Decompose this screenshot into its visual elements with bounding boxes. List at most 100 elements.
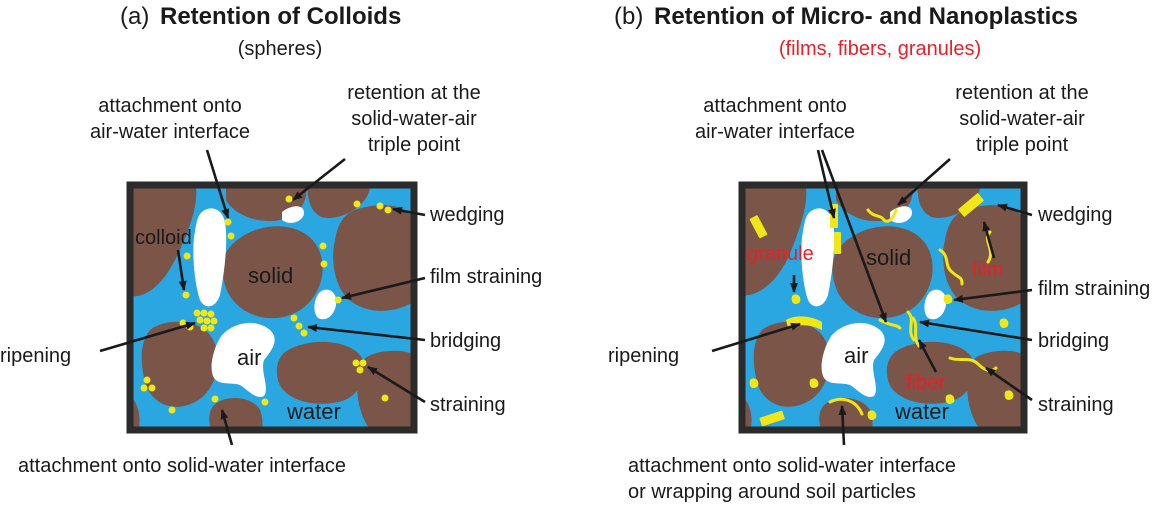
label-bridging-b: bridging: [1038, 330, 1109, 352]
soil-grain: [917, 185, 980, 218]
arrow: [307, 324, 426, 342]
arrow: [982, 221, 996, 259]
soil-grain: [967, 350, 1024, 430]
arrow: [917, 339, 938, 373]
arrow: [985, 366, 1033, 402]
panel-b-title: Retention of Micro- and Nanoplastics: [654, 3, 1078, 30]
soil-grain: [130, 185, 197, 297]
colloid-dot: [224, 218, 232, 226]
label-ripening-b: ripening: [608, 345, 679, 367]
soil-box-a: solid air water colloid: [130, 185, 414, 430]
arrow: [919, 319, 1033, 342]
label-wedging-b: wedging: [1037, 204, 1113, 226]
air-pocket: [821, 322, 885, 397]
panel-a-subtitle: (spheres): [238, 38, 322, 60]
colloid-dot: [381, 394, 389, 402]
arrow: [953, 288, 1033, 303]
arrow: [176, 249, 187, 291]
soil-grain: [333, 205, 414, 311]
arrow: [816, 149, 836, 219]
label-triple-b-3: triple point: [976, 134, 1069, 156]
soil-frame-b: [738, 181, 1028, 434]
wrapped-film: [786, 316, 822, 330]
label-film-straining-b: film straining: [1038, 278, 1150, 300]
granule-particle: [749, 378, 759, 388]
soil-grain: [307, 185, 370, 218]
air-pocket: [314, 289, 337, 320]
arrow: [220, 409, 234, 446]
film-particle: [749, 215, 768, 239]
granule-particle: [945, 394, 955, 404]
air-pocket: [924, 289, 947, 320]
label-film-straining-a: film straining: [430, 266, 542, 288]
granule-particle: [791, 294, 801, 304]
arrows-a: [99, 149, 426, 446]
colloid-dot: [183, 252, 191, 260]
region-solid-b: solid: [866, 245, 911, 270]
granule-particle: [943, 294, 953, 304]
air-pocket: [193, 208, 227, 307]
soil-grain: [209, 398, 263, 430]
film-particle: [958, 193, 984, 217]
region-fiber-b: fiber: [906, 372, 945, 394]
arrow: [205, 149, 230, 219]
fiber-particle: [828, 397, 864, 416]
granule-particle: [999, 318, 1009, 328]
panel-b-subtitle: (films, fibers, granules): [779, 38, 981, 60]
film-particle: [759, 410, 785, 427]
colloid-dot: [376, 202, 384, 210]
soil-frame-a: [126, 181, 418, 434]
colloid-dot: [207, 310, 215, 318]
colloid-dot: [352, 359, 360, 367]
air-pocket: [211, 322, 275, 397]
fiber-particle: [906, 310, 916, 342]
colloid-dot: [334, 296, 342, 304]
arrow: [711, 322, 801, 353]
colloid-dot: [210, 317, 218, 325]
soil-box-b: solid air water granule film fiber: [742, 185, 1024, 430]
region-water-a: water: [286, 399, 341, 424]
label-air-water-a-2: air-water interface: [90, 121, 250, 143]
arrow: [897, 158, 951, 206]
colloid-dot: [207, 324, 215, 332]
colloid-dot: [227, 232, 235, 240]
label-triple-a-2: solid-water-air: [351, 108, 477, 130]
panel-a: (a) Retention of Colloids (spheres): [0, 3, 542, 477]
colloid-dot: [320, 260, 328, 268]
label-triple-b-1: retention at the: [955, 82, 1088, 104]
label-solid-water-b-1: attachment onto solid-water interface: [628, 455, 956, 477]
arrow: [820, 149, 888, 323]
label-bridging-a: bridging: [430, 330, 501, 352]
region-water-b: water: [894, 399, 949, 424]
panel-b: (b) Retention of Micro- and Nanoplastics…: [608, 3, 1150, 503]
film-particle: [834, 232, 841, 254]
label-solid-water-b-2: or wrapping around soil particles: [628, 481, 916, 503]
arrow: [838, 405, 847, 446]
colloid-dot: [356, 366, 364, 374]
colloid-dot: [285, 195, 293, 203]
colloid-dot: [300, 329, 308, 337]
panel-b-tag: (b): [614, 3, 643, 30]
colloid-dot: [261, 398, 269, 406]
arrow: [292, 157, 346, 202]
fiber-particle: [911, 316, 921, 348]
arrow: [997, 203, 1033, 217]
colloid-dot: [200, 324, 208, 332]
label-wedging-a: wedging: [429, 204, 505, 226]
arrow: [341, 276, 426, 300]
fiber-particle: [938, 248, 964, 286]
colloid-dot: [353, 200, 361, 208]
colloid-dot: [168, 406, 176, 414]
label-straining-a: straining: [430, 394, 506, 416]
region-film-b: film: [972, 259, 1003, 281]
granule-particle: [867, 410, 877, 420]
colloid-dot: [211, 395, 219, 403]
label-solid-water-a: attachment onto solid-water interface: [18, 455, 346, 477]
colloid-dot: [196, 316, 204, 324]
label-triple-b-2: solid-water-air: [959, 108, 1085, 130]
colloid-dot: [290, 314, 298, 322]
air-pocket: [801, 208, 835, 307]
region-colloid-a: colloid: [135, 227, 192, 249]
arrow: [367, 365, 426, 404]
granule-particle: [809, 378, 819, 388]
